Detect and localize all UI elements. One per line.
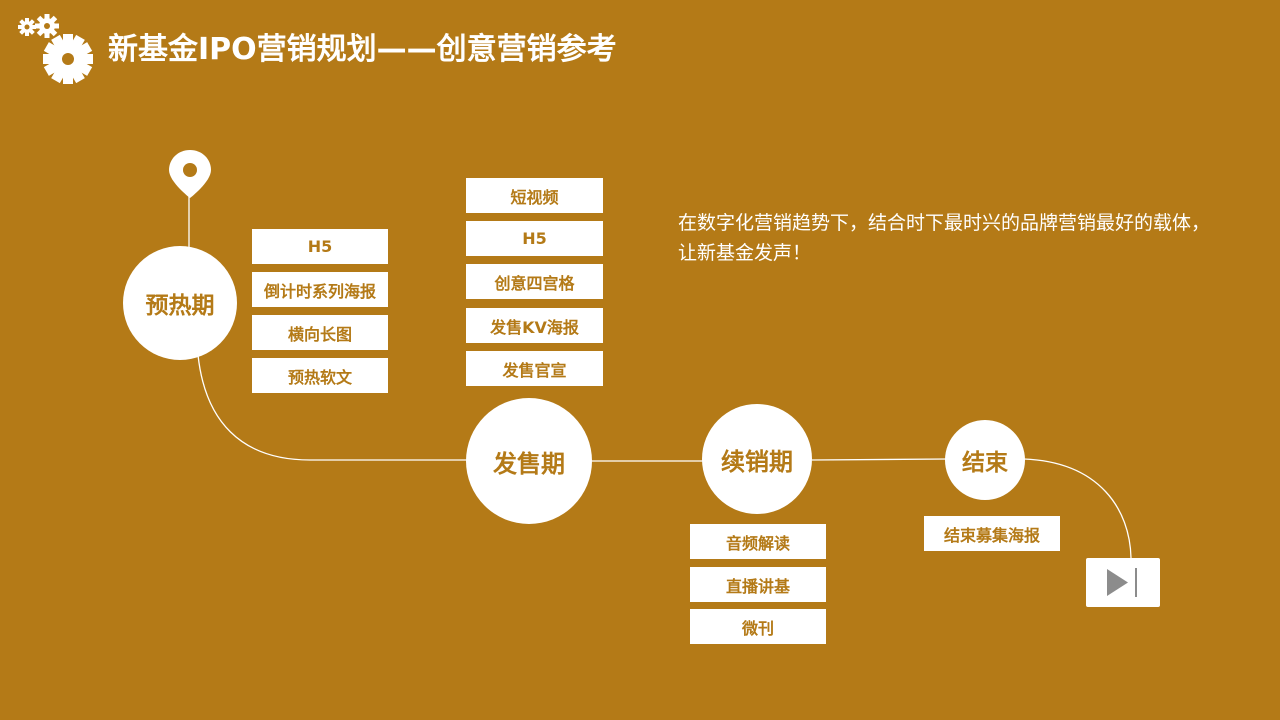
launch-item: H5 [466,221,603,256]
continue-item: 直播讲基 [690,567,826,602]
description-line: 让新基金发声！ [678,242,812,264]
preheat-item: 倒计时系列海报 [252,272,388,307]
stage-launch: 发售期 [466,398,592,524]
stage-continue-label: 续销期 [721,447,793,476]
stage-continue: 续销期 [702,404,812,514]
continue-item: 微刊 [690,609,826,644]
stage-preheat: 预热期 [123,246,237,360]
stage-preheat-label: 预热期 [145,293,215,319]
stage-end-label: 结束 [962,450,1008,476]
preheat-item: 预热软文 [252,358,388,393]
play-icon [1107,568,1137,597]
launch-item: 短视频 [466,178,603,213]
end-item: 结束募集海报 [924,516,1060,551]
launch-item: 创意四宫格 [466,264,603,299]
gears-icon [18,14,93,84]
stage-end: 结束 [945,420,1025,500]
gear-icon [18,18,36,36]
preheat-item: H5 [252,229,388,264]
description-line: 在数字化营销趋势下，结合时下最时兴的品牌营销最好的载体， [678,212,1211,234]
launch-item: 发售KV海报 [466,308,603,343]
gear-icon [35,14,59,38]
stage-launch-label: 发售期 [493,449,565,478]
page-title: 新基金IPO营销规划——创意营销参考 [108,32,617,67]
continue-item: 音频解读 [690,524,826,559]
description: 在数字化营销趋势下，结合时下最时兴的品牌营销最好的载体， 让新基金发声！ [678,208,1268,268]
gear-icon [43,34,93,84]
play-button[interactable] [1086,558,1160,607]
location-pin-icon [169,150,211,198]
preheat-item: 横向长图 [252,315,388,350]
launch-item: 发售官宣 [466,351,603,386]
